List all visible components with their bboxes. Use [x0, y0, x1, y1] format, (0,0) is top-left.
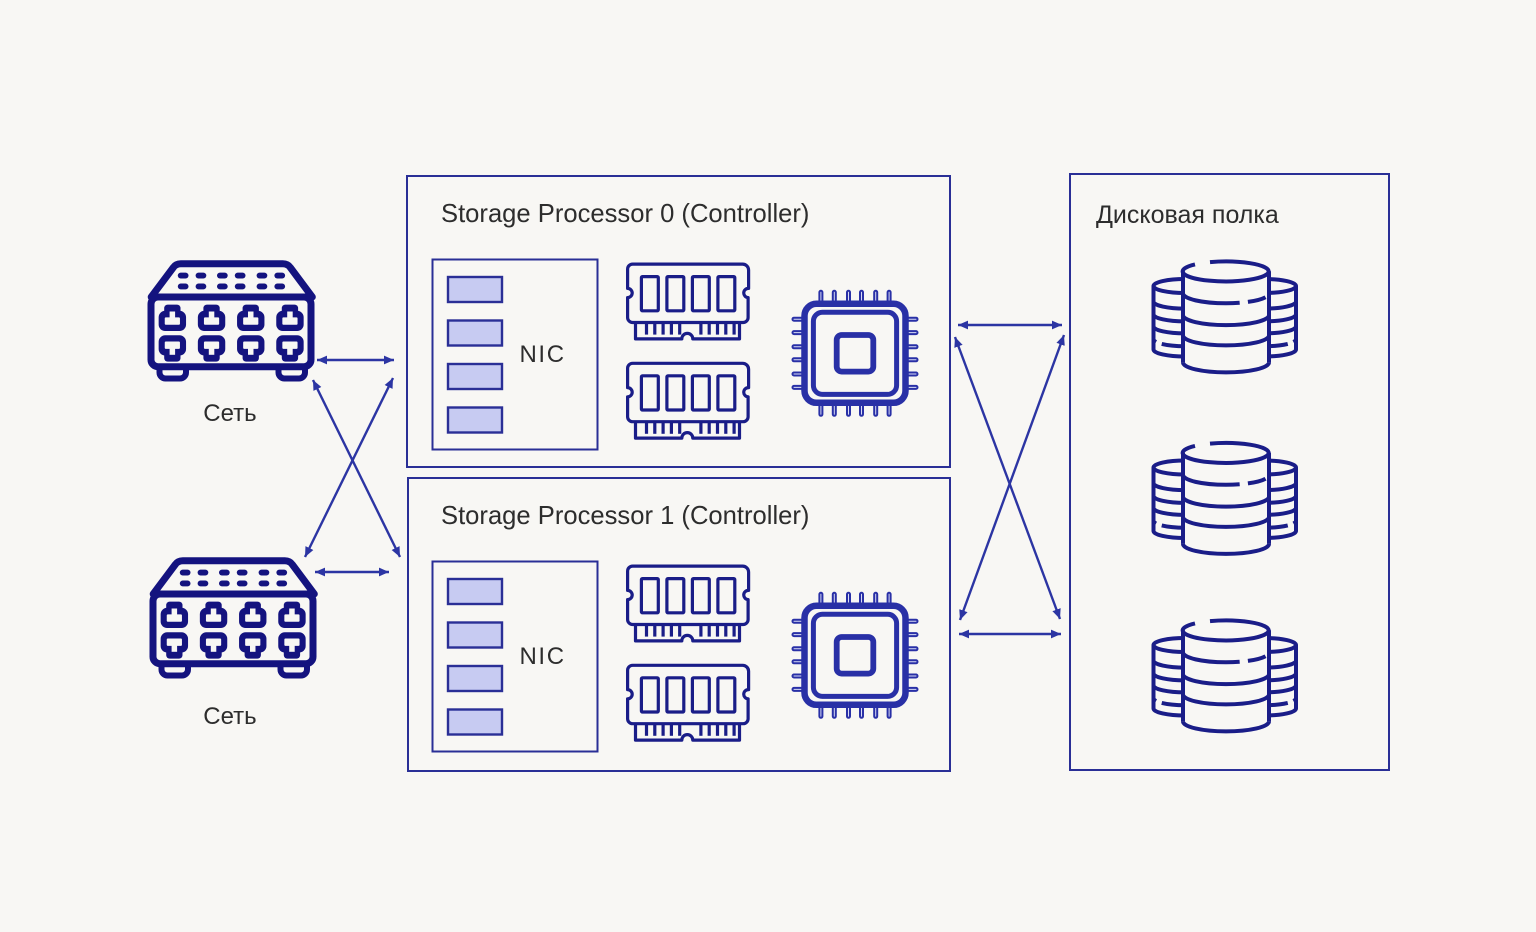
- svg-text:Сеть: Сеть: [203, 400, 256, 427]
- svg-text:Storage Processor 0 (Controlle: Storage Processor 0 (Controller): [441, 200, 809, 228]
- svg-text:Сеть: Сеть: [203, 703, 256, 730]
- svg-text:Дисковая полка: Дисковая полка: [1096, 201, 1279, 229]
- svg-text:Storage Processor 1 (Controlle: Storage Processor 1 (Controller): [441, 502, 809, 530]
- svg-text:NIC: NIC: [520, 643, 566, 670]
- svg-text:NIC: NIC: [520, 341, 566, 368]
